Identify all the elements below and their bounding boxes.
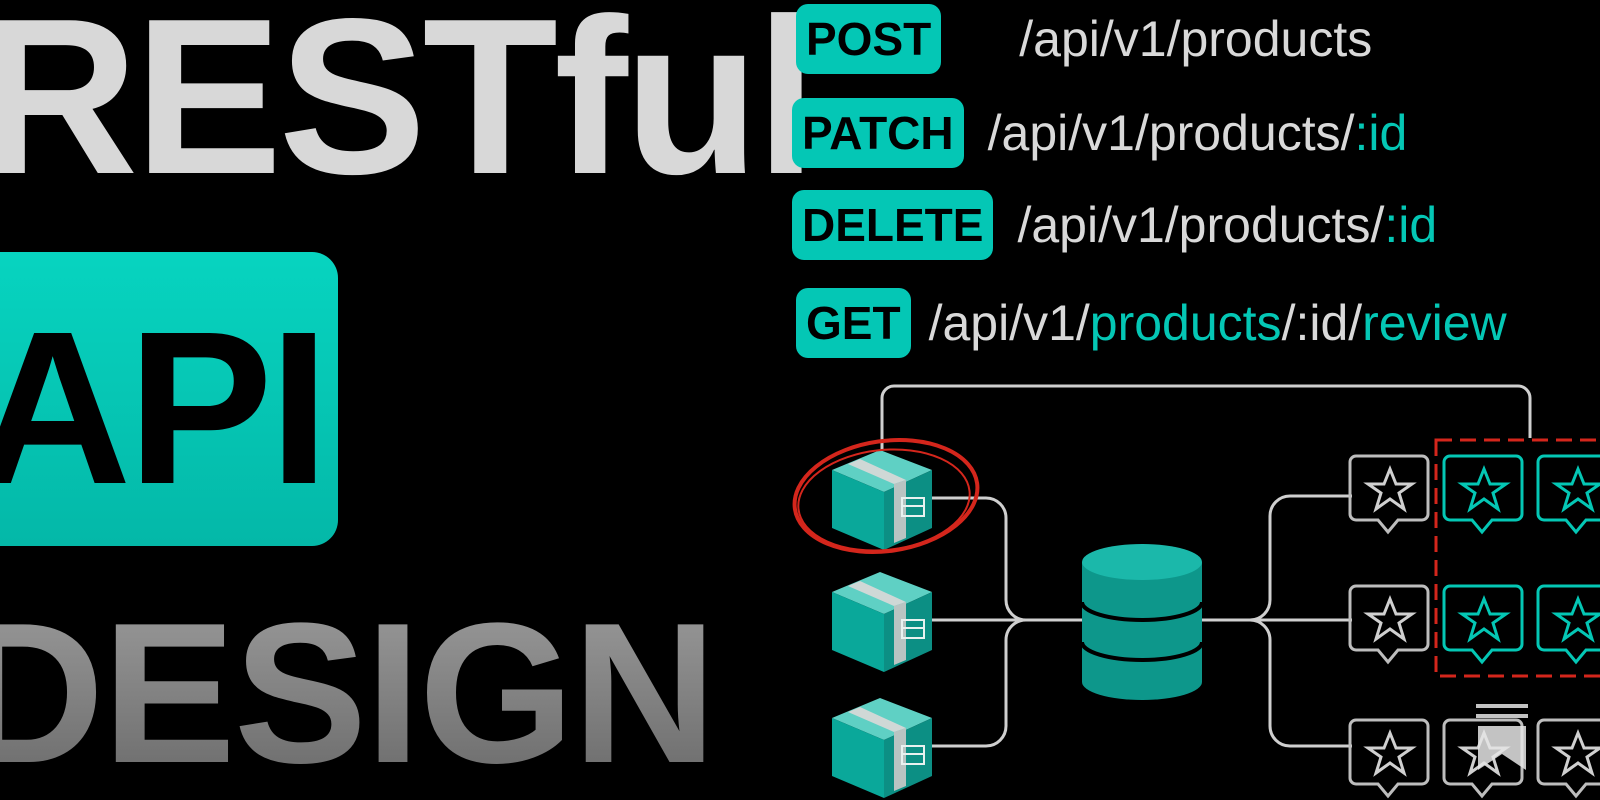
method-badge-patch: PATCH [792, 98, 964, 168]
endpoint-get: GET /api/v1/products/:id/review [796, 288, 1507, 358]
product-box-cart-icon [831, 449, 933, 551]
review-star-icon [1348, 584, 1430, 664]
highlight-circle [792, 438, 980, 554]
watch-later-icon[interactable] [1476, 704, 1528, 770]
title-restful: RESTful [0, 0, 817, 221]
endpoint-post: POST /api/v1/products [796, 4, 1372, 74]
review-star-icon [1348, 718, 1430, 798]
review-star-icon [1536, 718, 1600, 798]
title-design: DESIGN [0, 594, 717, 794]
endpoint-path: /api/v1/products [1019, 11, 1373, 67]
product-box-cart-icon [831, 571, 933, 673]
selection-dashed-box [1434, 438, 1600, 678]
review-star-icon [1536, 584, 1600, 664]
connector-lines [880, 384, 1532, 748]
path-param-id: :id [1354, 105, 1408, 161]
review-star-icon [1442, 454, 1524, 534]
product-box-cart-icon [831, 697, 933, 799]
database-icon [1080, 544, 1204, 700]
review-star-icon [1348, 454, 1430, 534]
endpoint-patch: PATCH /api/v1/products/:id [792, 98, 1407, 168]
path-param-id: :id [1384, 197, 1438, 253]
review-star-icon [1442, 584, 1524, 664]
title-api: API [0, 287, 329, 530]
endpoint-path: /api/v1/products/:id/review [928, 295, 1507, 351]
api-badge [0, 252, 338, 546]
endpoint-delete: DELETE /api/v1/products/:id [792, 190, 1437, 260]
endpoint-path: /api/v1/products/:id [1017, 197, 1438, 253]
method-badge-get: GET [796, 288, 911, 358]
endpoint-path: /api/v1/products/:id [987, 105, 1408, 161]
method-badge-delete: DELETE [792, 190, 994, 260]
method-badge-post: POST [796, 4, 942, 74]
review-star-icon [1536, 454, 1600, 534]
